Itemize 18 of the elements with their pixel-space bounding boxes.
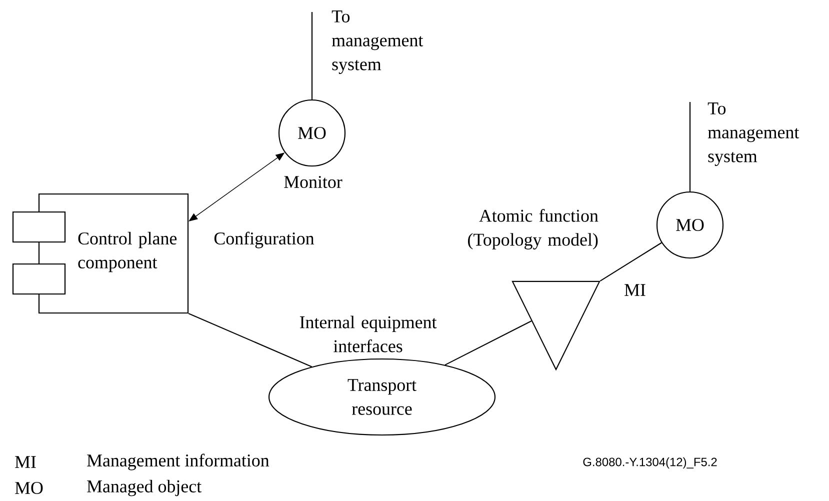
connector-line	[444, 320, 532, 366]
edge-label: Configuration	[214, 232, 314, 248]
edge-label: MI	[624, 284, 646, 296]
edge-label: To management system	[708, 102, 800, 166]
connector-line	[311, 12, 313, 100]
connector-line	[188, 313, 312, 368]
abbreviation: MO	[15, 482, 43, 494]
connector-line	[600, 242, 662, 282]
node-label: Atomic function (Topology model)	[468, 209, 598, 250]
figure-id: G.8080.-Y.1304(12)_F5.2	[583, 457, 717, 469]
definition: Management information	[87, 454, 270, 470]
component-box: Control plane component	[12, 193, 189, 314]
abbreviation: MI	[15, 456, 36, 468]
definition: Managed object	[87, 480, 202, 496]
edge-label: To management system	[332, 10, 424, 74]
node-caption: Internal equipment interfaces	[300, 316, 437, 352]
connector-line	[689, 102, 691, 192]
node-caption: Monitor	[284, 176, 342, 188]
